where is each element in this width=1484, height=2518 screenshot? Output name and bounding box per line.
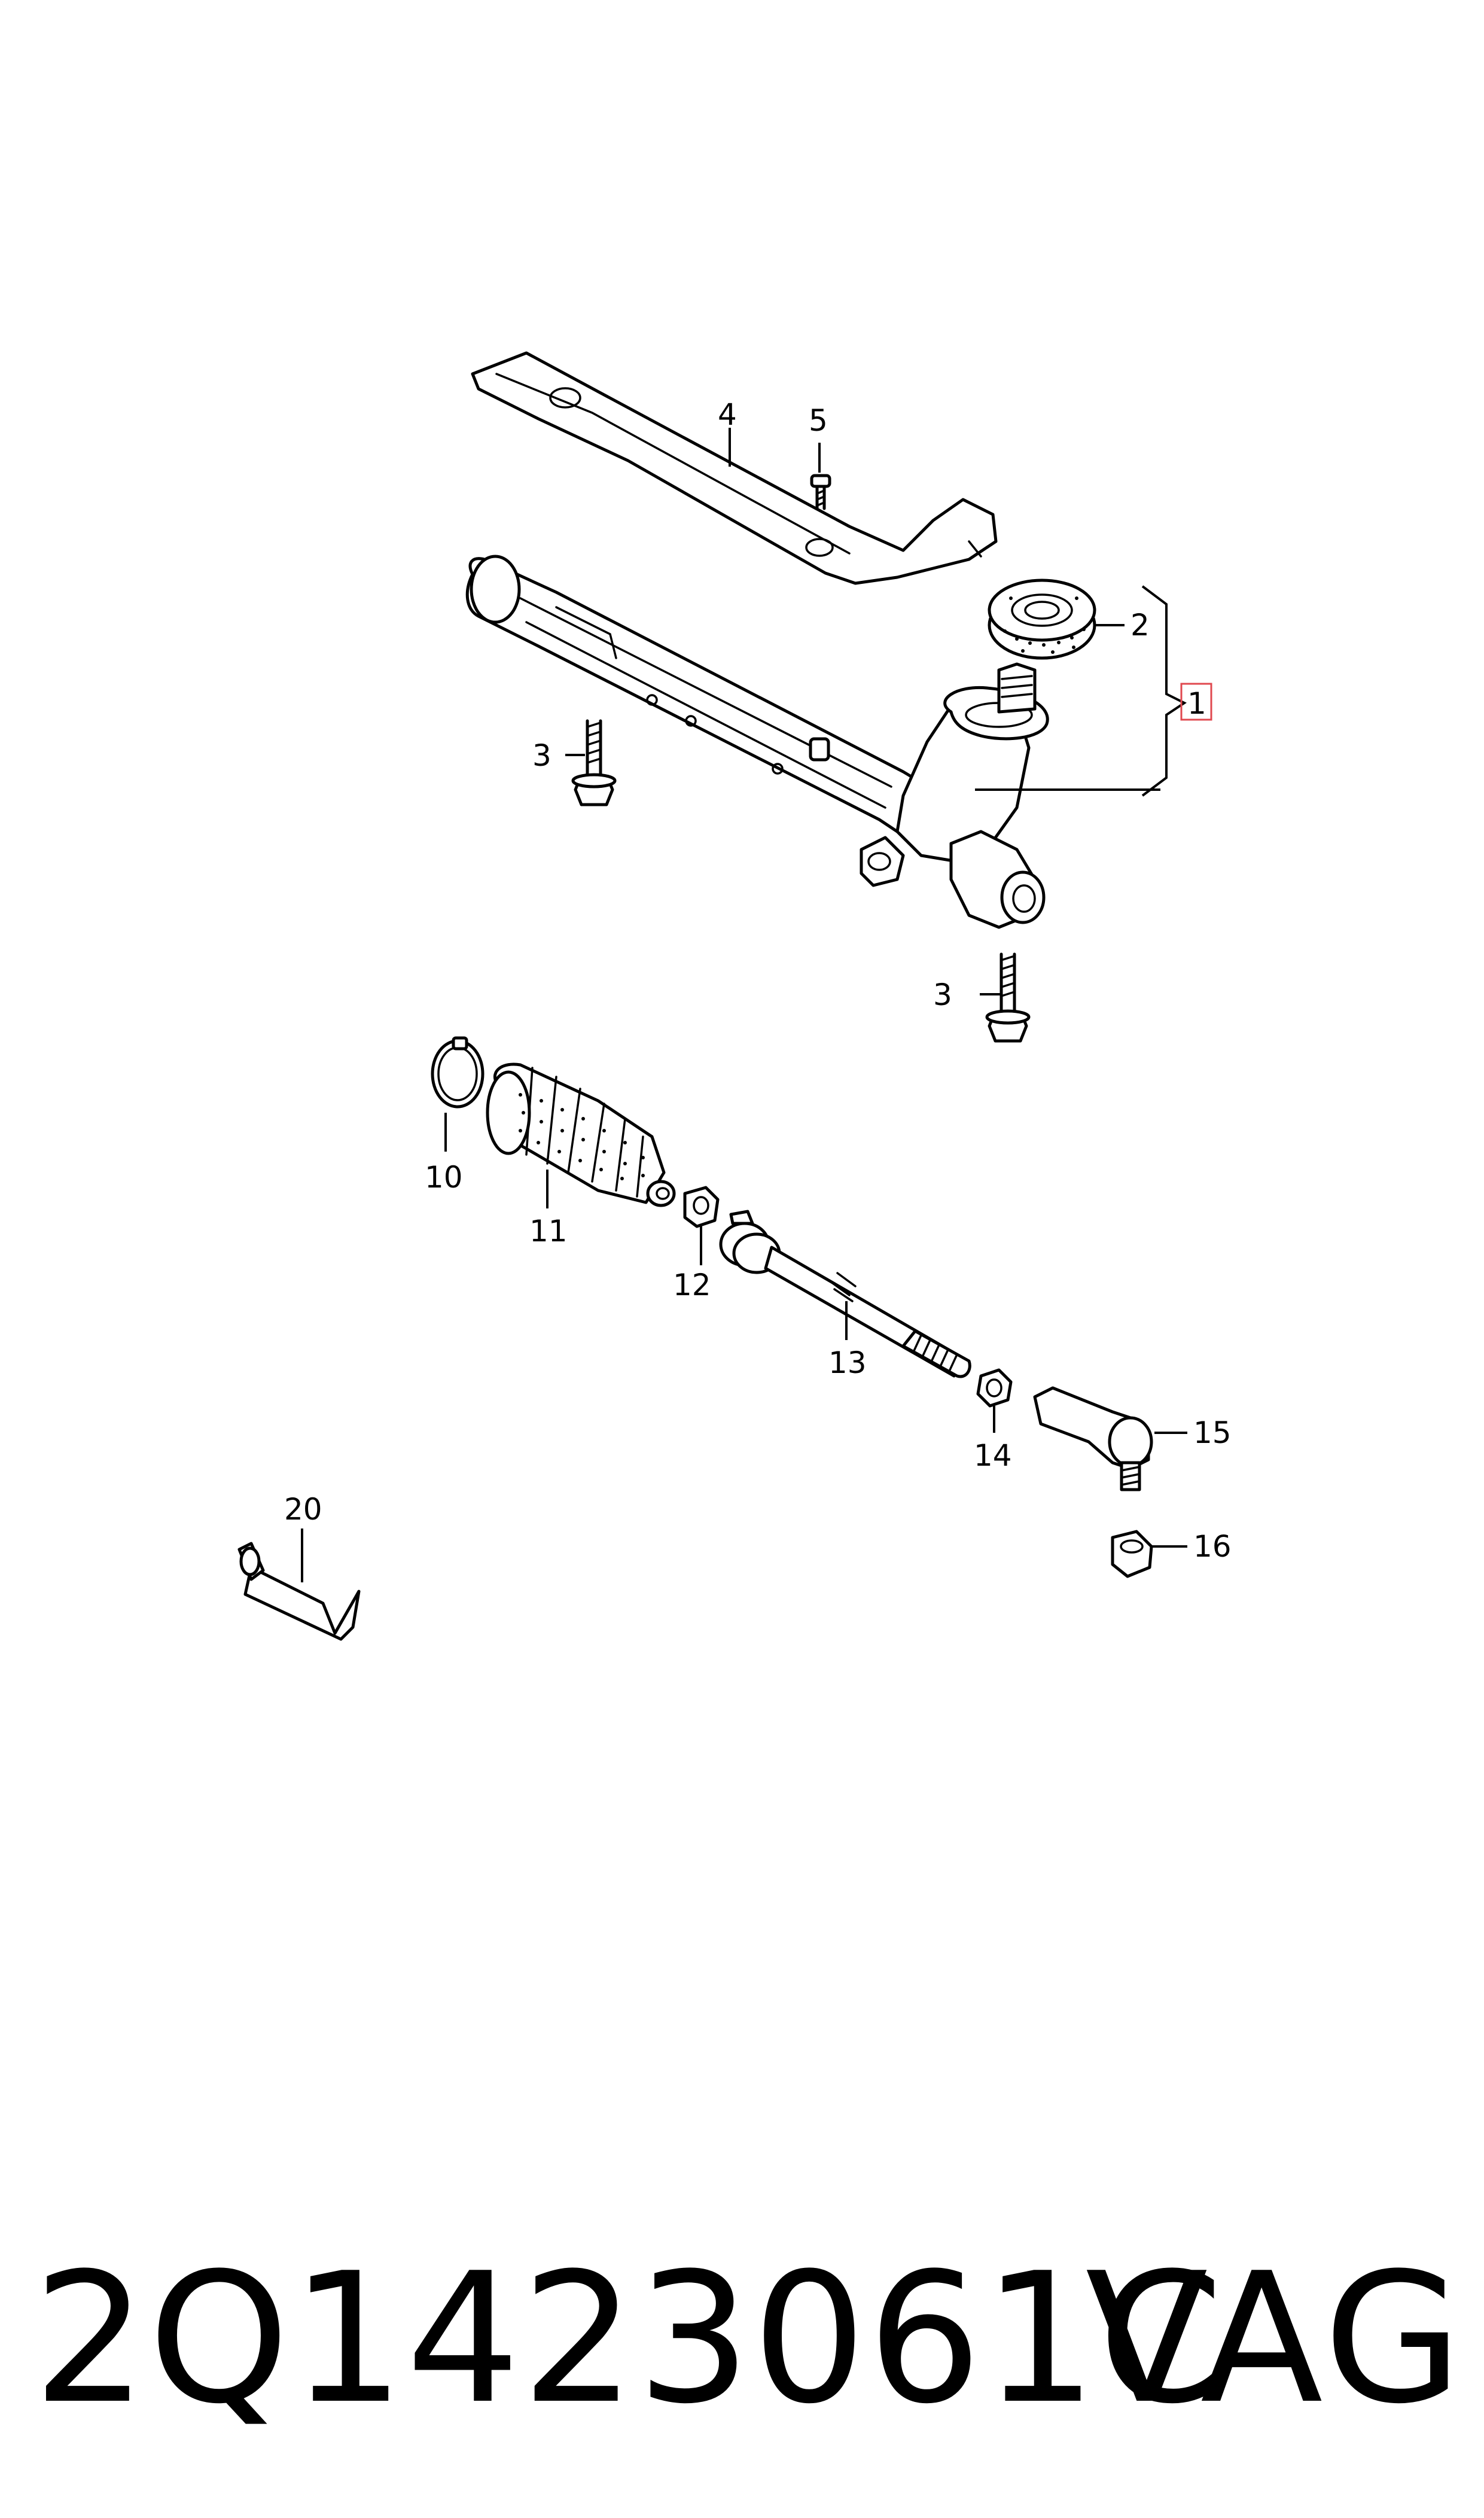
callout-11: 11 [529,1214,568,1249]
steering-rack-part [465,555,1049,929]
callout-3-lower: 3 [933,978,952,1012]
bolt-upper-part [571,719,617,806]
callout-3-upper: 3 [532,738,551,773]
screw-part [810,474,831,510]
callout-10: 10 [425,1160,463,1195]
callout-12: 12 [673,1268,711,1302]
seal-part [988,578,1096,660]
clamp-ring-part [431,1036,484,1109]
grease-tube-part [237,1542,361,1641]
callout-4: 4 [718,397,737,432]
callout-20: 20 [284,1492,322,1527]
tie-rod-part [719,1210,971,1378]
tie-rod-end-part [1033,1386,1153,1491]
callout-13: 13 [828,1345,867,1380]
callout-1: 1 [1187,686,1206,721]
callout-16: 16 [1193,1529,1232,1564]
callout-2: 2 [1130,608,1150,643]
brand-label: VAG [1085,2234,1466,2443]
part-number-label: 2Q1423061C [33,2234,1225,2443]
small-clip-part [683,1186,720,1228]
bolt-lower-part [985,952,1031,1043]
callout-15: 15 [1193,1415,1232,1450]
heat-shield-part [471,351,998,585]
callout-1-box [1180,683,1212,721]
bellows-boot-part [486,1062,676,1207]
lock-nut-part [976,1368,1013,1408]
callout-14: 14 [974,1438,1012,1473]
hex-nut-part [1111,1530,1153,1578]
leader-lines [301,428,1187,1582]
callout-5: 5 [809,403,828,438]
